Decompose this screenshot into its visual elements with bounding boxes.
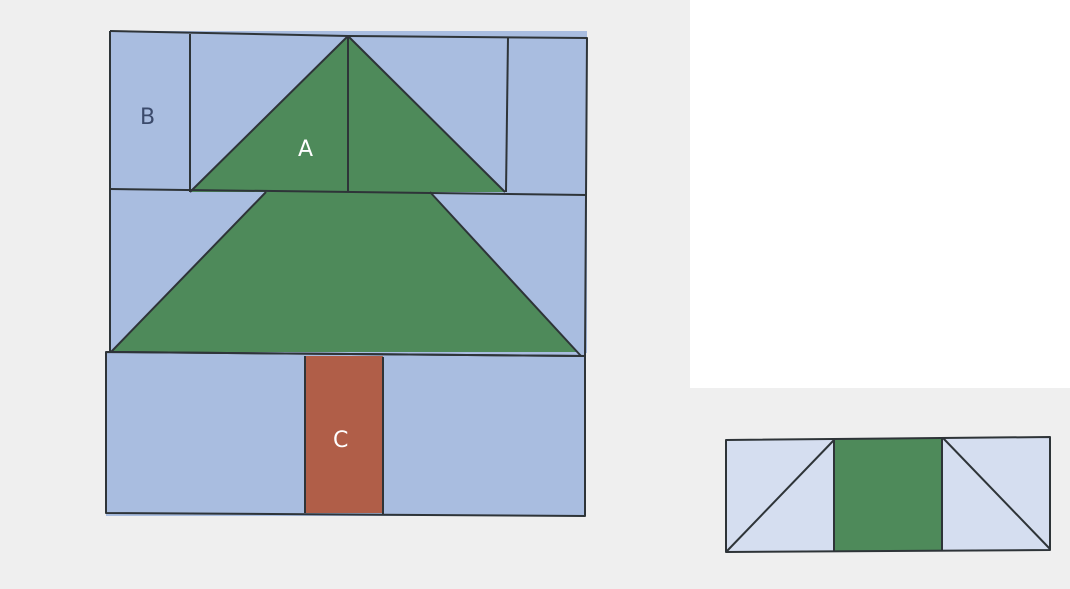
label-c: C — [333, 428, 348, 453]
trunk-unit-diagram — [725, 436, 1051, 553]
label-a: A — [298, 137, 313, 162]
trunk-c — [305, 356, 383, 513]
seam-lines — [105, 30, 588, 517]
label-b: B — [140, 105, 155, 130]
middle-trapezoid — [111, 192, 581, 356]
unit-center-rect — [834, 439, 942, 551]
white-panel — [690, 0, 1070, 388]
tree-block: B A C — [105, 30, 588, 517]
unit-seam-lines — [725, 436, 1051, 553]
